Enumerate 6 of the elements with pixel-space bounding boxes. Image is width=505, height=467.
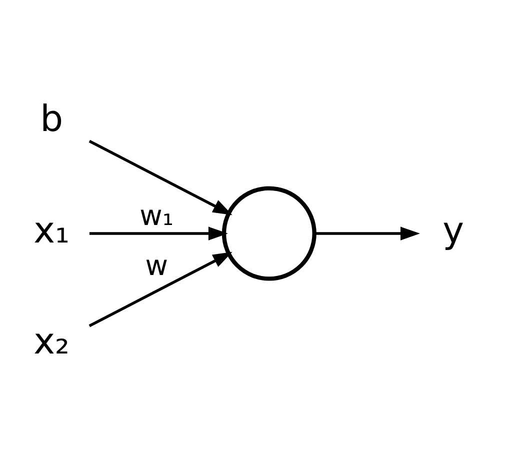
edge-label: w [145,249,168,282]
node-text: x₁ [34,208,70,252]
node-text: x₂ [34,319,70,362]
node-text: y [442,208,464,252]
node-text: b [40,97,64,140]
edge-label: w₁ [140,199,174,232]
